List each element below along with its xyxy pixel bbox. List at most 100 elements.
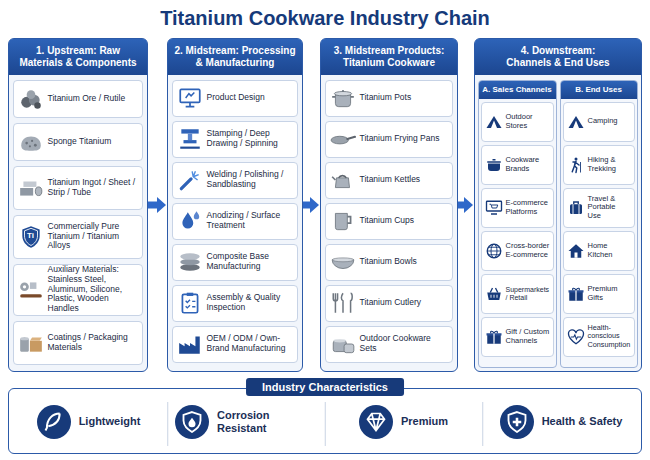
item-box: Anodizing / Surface Treatment <box>172 203 298 240</box>
item-icon <box>18 86 44 112</box>
item-label: Health & Safety <box>542 415 623 428</box>
item-label: Commercially Pure Titanium / Titanium Al… <box>48 222 138 251</box>
icon-symbol <box>18 277 44 303</box>
item-icon <box>177 167 203 193</box>
item-text-wrap: Auxiliary Materials: Stainless Steel, Al… <box>48 265 138 314</box>
use-box: Hiking & Trekking <box>563 145 635 185</box>
item-box: Welding / Polishing / Sandblasting <box>172 162 298 199</box>
item-icon <box>18 129 44 155</box>
item-icon <box>177 126 203 152</box>
item-box: Outdoor Cookware Sets <box>325 326 453 363</box>
item-icon <box>18 330 44 356</box>
item-icon <box>330 290 356 316</box>
icon-symbol <box>485 156 503 174</box>
item-label: Titanium Pots <box>360 93 448 103</box>
item-label: Outdoor Stores <box>506 113 550 130</box>
item-label: Titanium Cups <box>360 216 448 226</box>
item-icon <box>567 285 585 303</box>
icon-symbol <box>37 405 71 439</box>
item-icon <box>567 242 585 260</box>
header-text: 1. Upstream: Raw Materials & Components <box>13 45 143 69</box>
stage-panel: 4. Downstream: Channels & End UsesA. Sal… <box>474 38 642 372</box>
item-label: Camping <box>588 117 631 125</box>
item-label: Titanium Cutlery <box>360 298 448 308</box>
characteristic-item: Premium <box>329 394 479 450</box>
item-icon <box>330 331 356 357</box>
header-text: Industry Characteristics <box>262 381 388 393</box>
item-text-wrap: Outdoor Cookware Sets <box>360 334 448 354</box>
icon-symbol <box>500 405 534 439</box>
item-icon <box>485 199 503 217</box>
item-text-wrap: Corrosion Resistant <box>217 409 317 434</box>
item-text-wrap: Titanium Cutlery <box>360 298 448 308</box>
icon-symbol <box>485 199 503 217</box>
item-icon <box>330 167 356 193</box>
item-label: Sponge Titanium <box>48 137 138 147</box>
header-text: A. Sales Channels <box>482 85 551 94</box>
icon-symbol <box>330 249 356 275</box>
stage-header: 2. Midstream: Processing & Manufacturing <box>168 39 302 75</box>
item-box: Titanium Bowls <box>325 244 453 281</box>
icon-symbol <box>177 331 203 357</box>
item-text-wrap: Home Kitchen <box>588 242 631 259</box>
item-text-wrap: Titanium Cups <box>360 216 448 226</box>
item-label: Titanium Kettles <box>360 175 448 185</box>
symbol-label: Ti <box>18 224 44 250</box>
item-icon <box>567 328 585 346</box>
use-box: E-commerce Platforms <box>481 188 554 228</box>
icon-symbol <box>567 242 585 260</box>
characteristic-item: Corrosion Resistant <box>171 394 321 450</box>
item-label: E-commerce Platforms <box>506 199 550 216</box>
item-label: Health-conscious Consumption <box>588 324 631 348</box>
item-icon <box>175 405 209 439</box>
item-icon <box>359 405 393 439</box>
item-box: Auxiliary Materials: Stainless Steel, Al… <box>13 264 143 316</box>
icon-symbol <box>18 175 44 201</box>
item-icon <box>177 290 203 316</box>
item-label: Travel & Portable Use <box>588 195 631 220</box>
icon-symbol <box>567 156 585 174</box>
channel-panel: A. Sales ChannelsOutdoor StoresCookware … <box>478 80 557 368</box>
icon-symbol <box>330 126 356 152</box>
use-box: Gift / Custom Channels <box>481 317 554 357</box>
item-icon <box>330 208 356 234</box>
item-box: Titanium Cups <box>325 203 453 240</box>
item-text-wrap: Commercially Pure Titanium / Titanium Al… <box>48 222 138 251</box>
item-box: Titanium Kettles <box>325 162 453 199</box>
item-text-wrap: Titanium Frying Pans <box>360 134 448 144</box>
item-label: Welding / Polishing / Sandblasting <box>207 170 293 190</box>
item-box: Sponge Titanium <box>13 123 143 161</box>
use-box: Cookware Brands <box>481 145 554 185</box>
item-box: Coatings / Packaging Materials <box>13 321 143 365</box>
item-label: Premium <box>401 415 448 428</box>
icon-symbol <box>485 242 503 260</box>
icon-symbol <box>177 290 203 316</box>
use-box: Cross-border E-commerce <box>481 231 554 271</box>
icon-symbol <box>567 285 585 303</box>
item-text-wrap: Titanium Pots <box>360 93 448 103</box>
item-label: Composite Base Manufacturing <box>207 252 293 272</box>
characteristics-band: Industry CharacteristicsLightweightCorro… <box>8 388 642 454</box>
item-label: OEM / ODM / Own-Brand Manufacturing <box>207 334 293 354</box>
item-label: Product Design <box>207 93 293 103</box>
item-icon <box>485 242 503 260</box>
item-text-wrap: Camping <box>588 117 631 125</box>
band-heading: Industry Characteristics <box>246 378 404 396</box>
item-label: Coatings / Packaging Materials <box>48 333 138 353</box>
icon-symbol <box>18 330 44 356</box>
stage-panel: 3. Midstream Products: Titanium Cookware… <box>320 38 458 372</box>
item-icon <box>18 175 44 201</box>
use-box: Camping <box>563 102 635 142</box>
item-icon <box>500 405 534 439</box>
item-label: Titanium Frying Pans <box>360 134 448 144</box>
stage-header: B. End Uses <box>561 81 637 99</box>
icon-symbol <box>177 167 203 193</box>
item-label: Titanium Bowls <box>360 257 448 267</box>
item-icon <box>330 85 356 111</box>
icon-symbol <box>330 167 356 193</box>
item-text-wrap: Titanium Ore / Rutile <box>48 94 138 104</box>
icon-symbol <box>330 85 356 111</box>
item-text-wrap: Titanium Bowls <box>360 257 448 267</box>
item-text-wrap: Health & Safety <box>542 415 623 428</box>
item-text-wrap: E-commerce Platforms <box>506 199 550 216</box>
